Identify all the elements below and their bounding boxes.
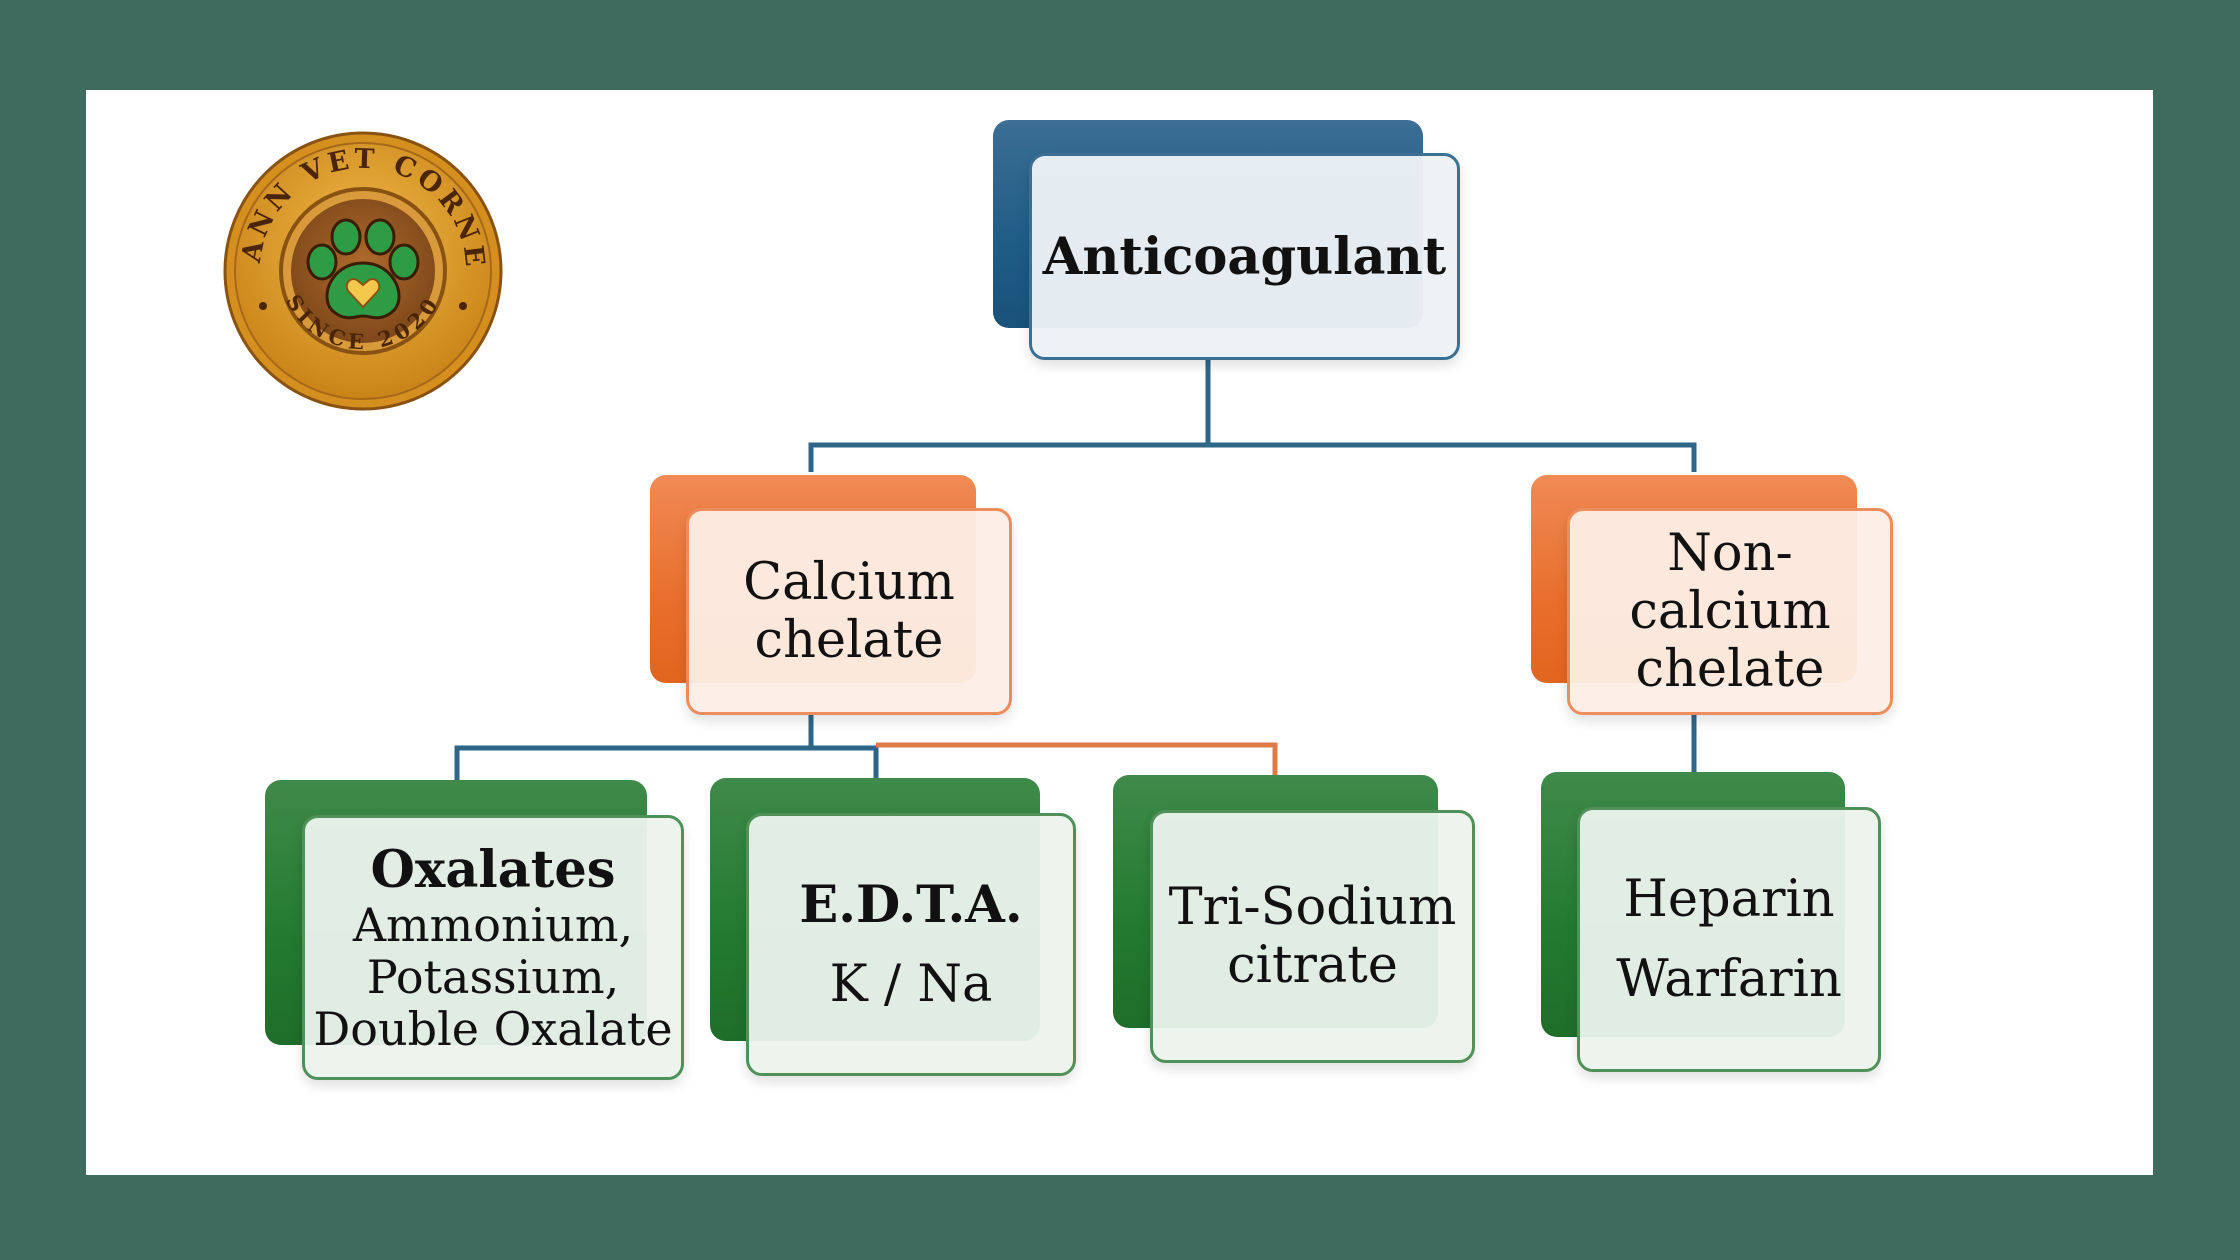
node-label-line: citrate <box>1227 935 1398 995</box>
node-label-line: Tri-Sodium <box>1168 877 1457 937</box>
node-label-title: E.D.T.A. <box>799 874 1023 935</box>
node-card: Non- calcium chelate <box>1567 508 1893 715</box>
node-oxalates: Oxalates Ammonium, Potassium, Double Oxa… <box>265 780 684 1080</box>
connector-to-oxalates <box>454 745 879 780</box>
node-label-line: Ammonium, <box>352 897 634 952</box>
node-label-line: chelate <box>1635 639 1825 699</box>
node-card: Tri-Sodium citrate <box>1150 810 1475 1063</box>
node-label-line: Potassium, <box>366 949 620 1004</box>
paw-heart-icon <box>306 218 420 320</box>
connector-root-branch <box>808 442 1697 472</box>
node-label-line: calcium <box>1629 581 1831 641</box>
node-calcium-chelate: Calcium chelate <box>650 475 1012 715</box>
node-card: Heparin Warfarin <box>1577 807 1881 1072</box>
node-label-line: Warfarin <box>1616 949 1842 1009</box>
node-anticoagulant: Anticoagulant <box>993 120 1460 360</box>
node-card: Oxalates Ammonium, Potassium, Double Oxa… <box>302 815 684 1080</box>
node-tri-sodium-citrate: Tri-Sodium citrate <box>1113 775 1475 1063</box>
node-label-line: Heparin <box>1623 869 1835 929</box>
node-non-calcium-chelate: Non- calcium chelate <box>1531 475 1893 715</box>
connector-to-trisodium <box>876 742 1278 775</box>
node-label-line: chelate <box>754 610 944 670</box>
node-label-line: Calcium <box>743 552 955 612</box>
node-card: E.D.T.A. K / Na <box>746 813 1076 1076</box>
node-label-line: Double Oxalate <box>313 1001 673 1056</box>
node-card: Anticoagulant <box>1029 153 1460 360</box>
node-label-title: Oxalates <box>370 839 616 900</box>
node-card: Calcium chelate <box>686 508 1012 715</box>
node-label-line: Non- <box>1667 523 1793 583</box>
node-label-line: K / Na <box>829 954 993 1014</box>
node-label-anticoagulant: Anticoagulant <box>1042 226 1447 287</box>
mann-vet-corner-logo: MANN VET CORNER SINCE 2020 <box>222 130 503 411</box>
node-edta: E.D.T.A. K / Na <box>710 778 1076 1076</box>
node-heparin-warfarin: Heparin Warfarin <box>1541 772 1881 1072</box>
